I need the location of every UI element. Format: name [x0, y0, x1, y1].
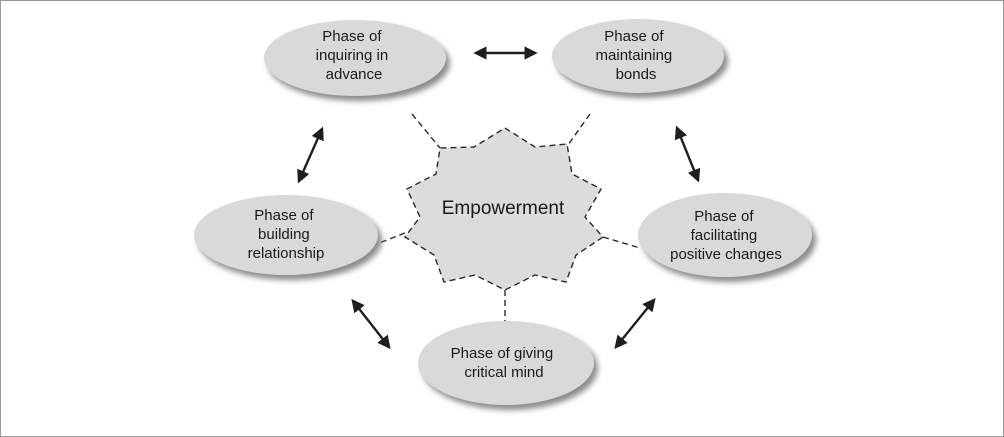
cycle-arrows	[297, 46, 701, 350]
node-inquiring-line-1: Phase of	[322, 28, 382, 45]
arrow-giving-building	[351, 298, 391, 350]
connector-maintaining	[567, 113, 591, 146]
node-maintaining-line-2: maintaining	[596, 47, 673, 64]
empowerment-starburst	[403, 127, 605, 291]
node-inquiring: Phase of inquiring in advance	[264, 20, 450, 101]
svg-text:Phase of giving critical: Phase of giving critical mind	[451, 345, 558, 381]
svg-text:Phase of maintaining: Phase of maintaining bonds	[596, 28, 677, 83]
connector-facilitating	[602, 236, 641, 249]
arrow-facilitating-giving	[614, 297, 656, 350]
node-giving-line-1: Phase of giving	[451, 345, 554, 362]
connector-building	[373, 232, 406, 246]
svg-text:Phase of building: Phase of building relationship	[248, 207, 325, 262]
dashed-connectors	[373, 113, 641, 325]
node-inquiring-line-2: inquiring in	[316, 47, 389, 64]
node-maintaining-line-1: Phase of	[604, 28, 664, 45]
node-building-line-2: building	[258, 226, 310, 243]
svg-text:Phase of facilitating: Phase of facilitating positive changes	[670, 208, 782, 263]
node-maintaining-line-3: bonds	[616, 66, 657, 83]
node-facilitating: Phase of facilitating positive changes	[638, 193, 816, 282]
node-building: Phase of building relationship	[194, 195, 382, 280]
center-label: Empowerment	[442, 198, 565, 219]
node-giving: Phase of giving critical mind	[418, 321, 598, 410]
arrow-building-inquiring	[297, 126, 324, 184]
node-facilitating-line-3: positive changes	[670, 246, 782, 263]
arrow-maintaining-facilitating	[674, 125, 701, 183]
node-inquiring-line-3: advance	[326, 66, 383, 83]
connector-inquiring	[411, 113, 441, 149]
node-giving-line-2: critical mind	[464, 364, 543, 381]
node-building-line-1: Phase of	[254, 207, 314, 224]
svg-text:Phase of inquiring in: Phase of inquiring in advance	[316, 28, 393, 83]
node-building-line-3: relationship	[248, 245, 325, 262]
node-facilitating-line-1: Phase of	[694, 208, 754, 225]
node-facilitating-line-2: facilitating	[691, 227, 758, 244]
node-maintaining: Phase of maintaining bonds	[552, 19, 728, 98]
